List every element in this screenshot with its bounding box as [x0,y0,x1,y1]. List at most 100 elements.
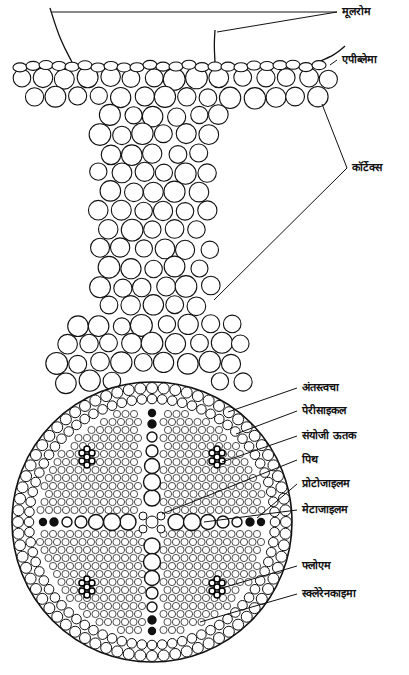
cortex-cell [45,86,66,107]
ground-tissue-cell [109,578,116,585]
ground-tissue-cell [198,602,205,609]
ground-tissue-cell [117,594,124,601]
ground-tissue-cell [164,410,171,417]
ground-tissue-cell [113,554,120,561]
cortex-cell [199,351,220,372]
cortex-cell [122,333,142,353]
ground-tissue-cell [198,474,205,481]
ground-tissue-cell [253,482,260,489]
ground-tissue-cell [134,578,141,585]
metaxylem-cell [104,514,121,531]
ground-tissue-cell [253,530,260,537]
ground-tissue-cell [70,538,77,545]
epiblema-cell [273,61,287,70]
ground-tissue-cell [189,586,196,593]
ground-tissue-cell [45,554,52,561]
pericycle-cell [244,442,254,452]
epiblema-cell [221,62,235,71]
cortex-cell [155,239,175,259]
ground-tissue-cell [117,466,124,473]
ground-tissue-cell [164,538,171,545]
cortex-cells [13,67,337,394]
ground-tissue-cell [134,450,141,457]
ground-tissue-cell [240,538,247,545]
pericycle-cell [266,487,276,497]
ground-tissue-cell [100,530,107,537]
cortex-cell [33,68,53,88]
ground-tissue-cell [160,450,167,457]
endodermis-cell [21,471,32,482]
ground-tissue-cell [177,546,184,553]
ground-tissue-cell [96,570,103,577]
endodermis-cell [37,440,48,451]
phloem-cell [84,576,90,582]
endodermis-cell [281,517,292,528]
ground-tissue-cell [168,610,175,617]
ground-tissue-cell [190,426,197,433]
epiblema-cell [104,61,118,70]
cortex-cell [135,87,154,106]
pericycle-cell [137,395,147,405]
ground-tissue-cell [198,570,205,577]
pericycle-cell [214,414,224,424]
ground-tissue-cell [168,482,175,489]
ground-tissue-cell [58,578,65,585]
ground-tissue-cell [198,442,205,449]
cortex-cell [169,146,187,164]
pericycle-cell [238,434,248,444]
ground-tissue-cell [117,562,124,569]
ground-tissue-cell [198,554,205,561]
part-label: एपीब्लेमा [340,53,379,67]
ground-tissue-cell [215,506,222,513]
ground-tissue-cell [232,490,239,497]
cortex-cell [175,163,196,184]
ground-tissue-cell [126,434,133,441]
pericycle-cell [31,477,41,487]
ground-tissue-cell [245,546,252,553]
epiblema-cell [78,61,92,70]
ground-tissue-cell [117,578,124,585]
ground-tissue-cell [168,530,175,537]
ground-tissue-cell [189,602,196,609]
ground-tissue-cell [223,554,230,561]
ground-tissue-cell [100,466,107,473]
ground-tissue-cell [134,434,141,441]
pericycle-cell [57,601,67,611]
cortex-cell [257,69,275,87]
ground-tissue-cell [232,474,239,481]
ground-tissue-cell [87,538,94,545]
ground-tissue-cell [211,482,218,489]
ground-tissue-cell [70,554,77,561]
part-label: संयोजी ऊतक [300,429,358,443]
ground-tissue-cell [79,538,86,545]
part-label: स्क्लेरेनकाइमा [300,587,358,601]
ground-tissue-cell [66,530,73,537]
ground-tissue-cell [113,602,120,609]
ground-tissue-cell [113,506,120,513]
ground-tissue-cell [109,594,116,601]
ground-tissue-cell [177,594,184,601]
ground-tissue-cell [236,498,243,505]
pericycle-cell [187,634,197,644]
ground-tissue-cell [66,562,73,569]
ground-tissue-cell [168,626,175,633]
pericycle-cell [72,614,82,624]
cortex-cell [121,145,142,166]
ground-tissue-cell [92,498,99,505]
ground-tissue-cell [173,474,180,481]
ground-tissue-cell [202,498,209,505]
cortex-cell [175,276,197,298]
ground-tissue-cell [185,578,192,585]
ground-tissue-cell [83,610,90,617]
cortex-cell [211,332,232,353]
ground-tissue-cell [75,466,82,473]
cortex-cell [199,89,217,107]
ground-tissue-cell [215,554,222,561]
ground-tissue-cell [92,562,99,569]
ground-tissue-cell [164,442,171,449]
endodermis-cell [158,383,169,394]
ground-tissue-cell [219,530,226,537]
cortex-cell [90,87,107,104]
ground-tissue-cell [219,562,226,569]
ground-tissue-cell [75,434,82,441]
